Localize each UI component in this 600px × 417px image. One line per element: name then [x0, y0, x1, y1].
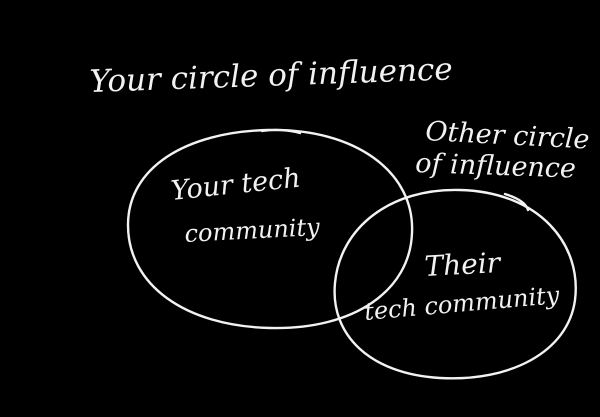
their-circle-label-line-1: Their [424, 246, 503, 283]
your-circle-label-line-1: Your tech [169, 163, 301, 207]
their-circle [333, 188, 577, 380]
title-label: Your circle of influence [89, 51, 453, 100]
their-circle-label-line-2: tech community [363, 281, 561, 326]
your-circle-label-line-2: community [184, 213, 321, 248]
other-circle-label-line-2: of influence [415, 148, 577, 185]
your-circle [126, 128, 414, 330]
